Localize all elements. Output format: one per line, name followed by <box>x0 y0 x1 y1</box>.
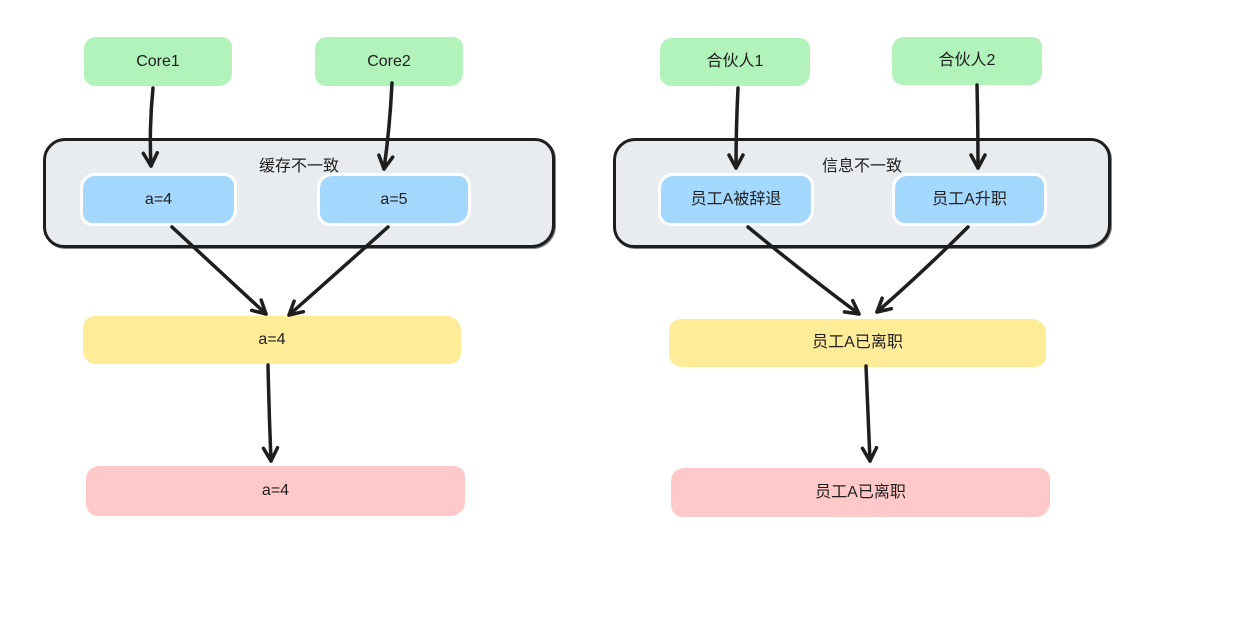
node-info-promoted: 员工A升职 <box>892 173 1047 226</box>
node-cache-a4: a=4 <box>80 173 237 226</box>
group-cache-label: 缓存不一致 <box>258 158 339 175</box>
node-core1: Core1 <box>84 37 232 86</box>
node-merged-left-company: 员工A已离职 <box>669 319 1046 367</box>
node-final-a4: a=4 <box>86 466 465 516</box>
node-partner1: 合伙人1 <box>660 38 810 86</box>
node-cache-a5: a=5 <box>317 173 471 226</box>
node-final-left-company: 员工A已离职 <box>671 468 1050 517</box>
node-merged-a4: a=4 <box>83 316 461 364</box>
arrow-merged-to-final-left <box>261 363 280 463</box>
node-partner2: 合伙人2 <box>892 37 1042 85</box>
arrow-merged-to-final-right <box>860 364 879 463</box>
group-info-label: 信息不一致 <box>821 158 902 175</box>
node-info-fired: 员工A被辞退 <box>658 173 814 226</box>
node-core2: Core2 <box>315 37 463 86</box>
